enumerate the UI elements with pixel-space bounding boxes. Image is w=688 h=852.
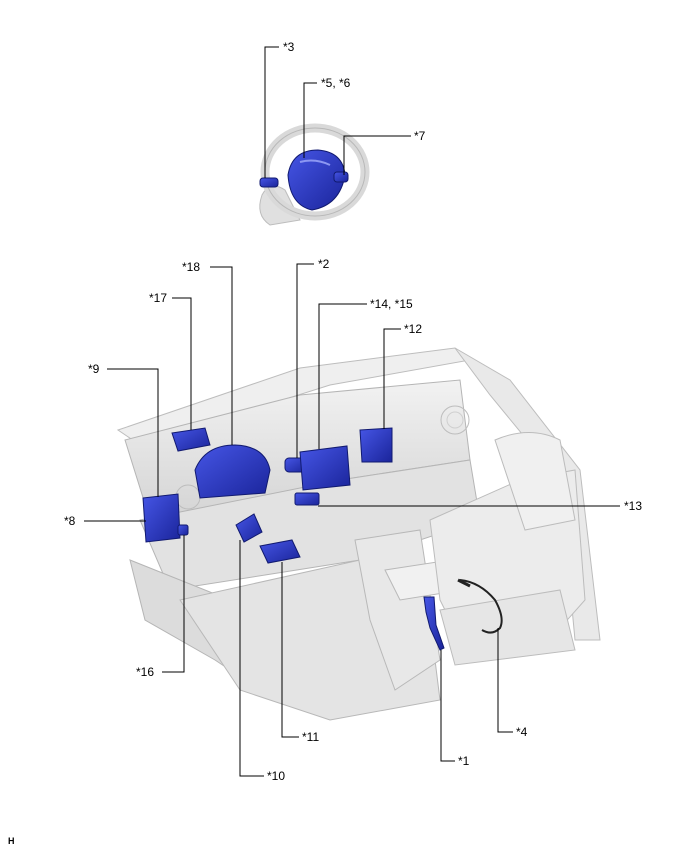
callout-14-15: *14, *15 bbox=[370, 297, 413, 311]
column-switch-part bbox=[259, 177, 279, 188]
component-14-15-radio bbox=[299, 445, 351, 491]
component-11 bbox=[259, 539, 301, 564]
callout-8: *8 bbox=[64, 514, 76, 528]
component-16 bbox=[177, 524, 189, 536]
figure-code: H bbox=[8, 836, 15, 846]
callout-17: *17 bbox=[149, 291, 168, 305]
callout-2: *2 bbox=[318, 257, 330, 271]
callout-12: *12 bbox=[404, 322, 423, 336]
steering-switch-part bbox=[333, 171, 349, 183]
callout-4: *4 bbox=[516, 725, 528, 739]
callout-1: *1 bbox=[458, 754, 470, 768]
callout-11: *11 bbox=[302, 730, 320, 744]
steering-wheel bbox=[259, 123, 370, 226]
callout-13: *13 bbox=[624, 499, 643, 513]
components bbox=[142, 427, 503, 651]
component-13 bbox=[294, 492, 320, 506]
car-interior bbox=[116, 347, 601, 721]
callout-7: *7 bbox=[414, 129, 426, 143]
component-18-combination-meter bbox=[194, 444, 271, 499]
callout-9: *9 bbox=[88, 362, 100, 376]
component-1 bbox=[423, 596, 445, 651]
callout-18: *18 bbox=[182, 260, 201, 274]
component-10 bbox=[235, 513, 263, 543]
component-17 bbox=[171, 427, 211, 452]
leader-lines bbox=[84, 46, 620, 777]
callout-16: *16 bbox=[136, 665, 155, 679]
callout-3: *3 bbox=[283, 40, 295, 54]
callout-10: *10 bbox=[267, 769, 286, 783]
component-12 bbox=[359, 427, 393, 463]
callout-5-6: *5, *6 bbox=[321, 76, 351, 90]
component-8 bbox=[142, 493, 181, 543]
component-4-wire-harness bbox=[459, 579, 503, 634]
